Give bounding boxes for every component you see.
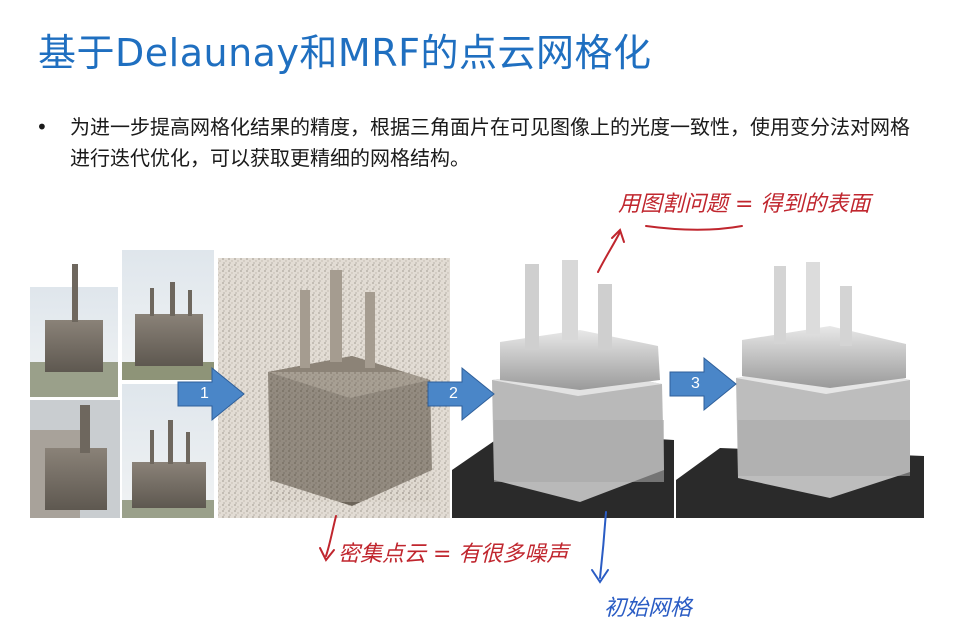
- input-photo-2: [122, 250, 214, 380]
- bullet-text: 为进一步提高网格化结果的精度，根据三角面片在可见图像上的光度一致性，使用变分法对…: [70, 115, 910, 170]
- annotation-bottom-red: 密集点云 = 有很多噪声: [338, 542, 569, 567]
- dense-point-cloud-image: [218, 258, 450, 518]
- step-arrow-1: [177, 366, 245, 422]
- red-pointer-bottom: [319, 515, 337, 562]
- annotation-top-right: 用图割问题 = 得到的表面: [618, 192, 871, 217]
- step-label-3: 3: [691, 375, 700, 392]
- step-arrow-3: [669, 356, 737, 412]
- step-label-2: 2: [449, 385, 458, 402]
- blue-pointer-bottom: [591, 511, 609, 584]
- annotation-bottom-blue: 初始网格: [604, 596, 693, 621]
- red-pointer-top: [597, 225, 743, 273]
- initial-mesh-image: [452, 258, 674, 518]
- slide-title: 基于Delaunay和MRF的点云网格化: [38, 31, 652, 75]
- input-photo-3: [30, 400, 120, 518]
- input-photo-1: [30, 264, 118, 397]
- step-label-1: 1: [200, 385, 209, 402]
- step-arrow-2: [427, 366, 495, 422]
- bullet-marker: •: [36, 115, 48, 139]
